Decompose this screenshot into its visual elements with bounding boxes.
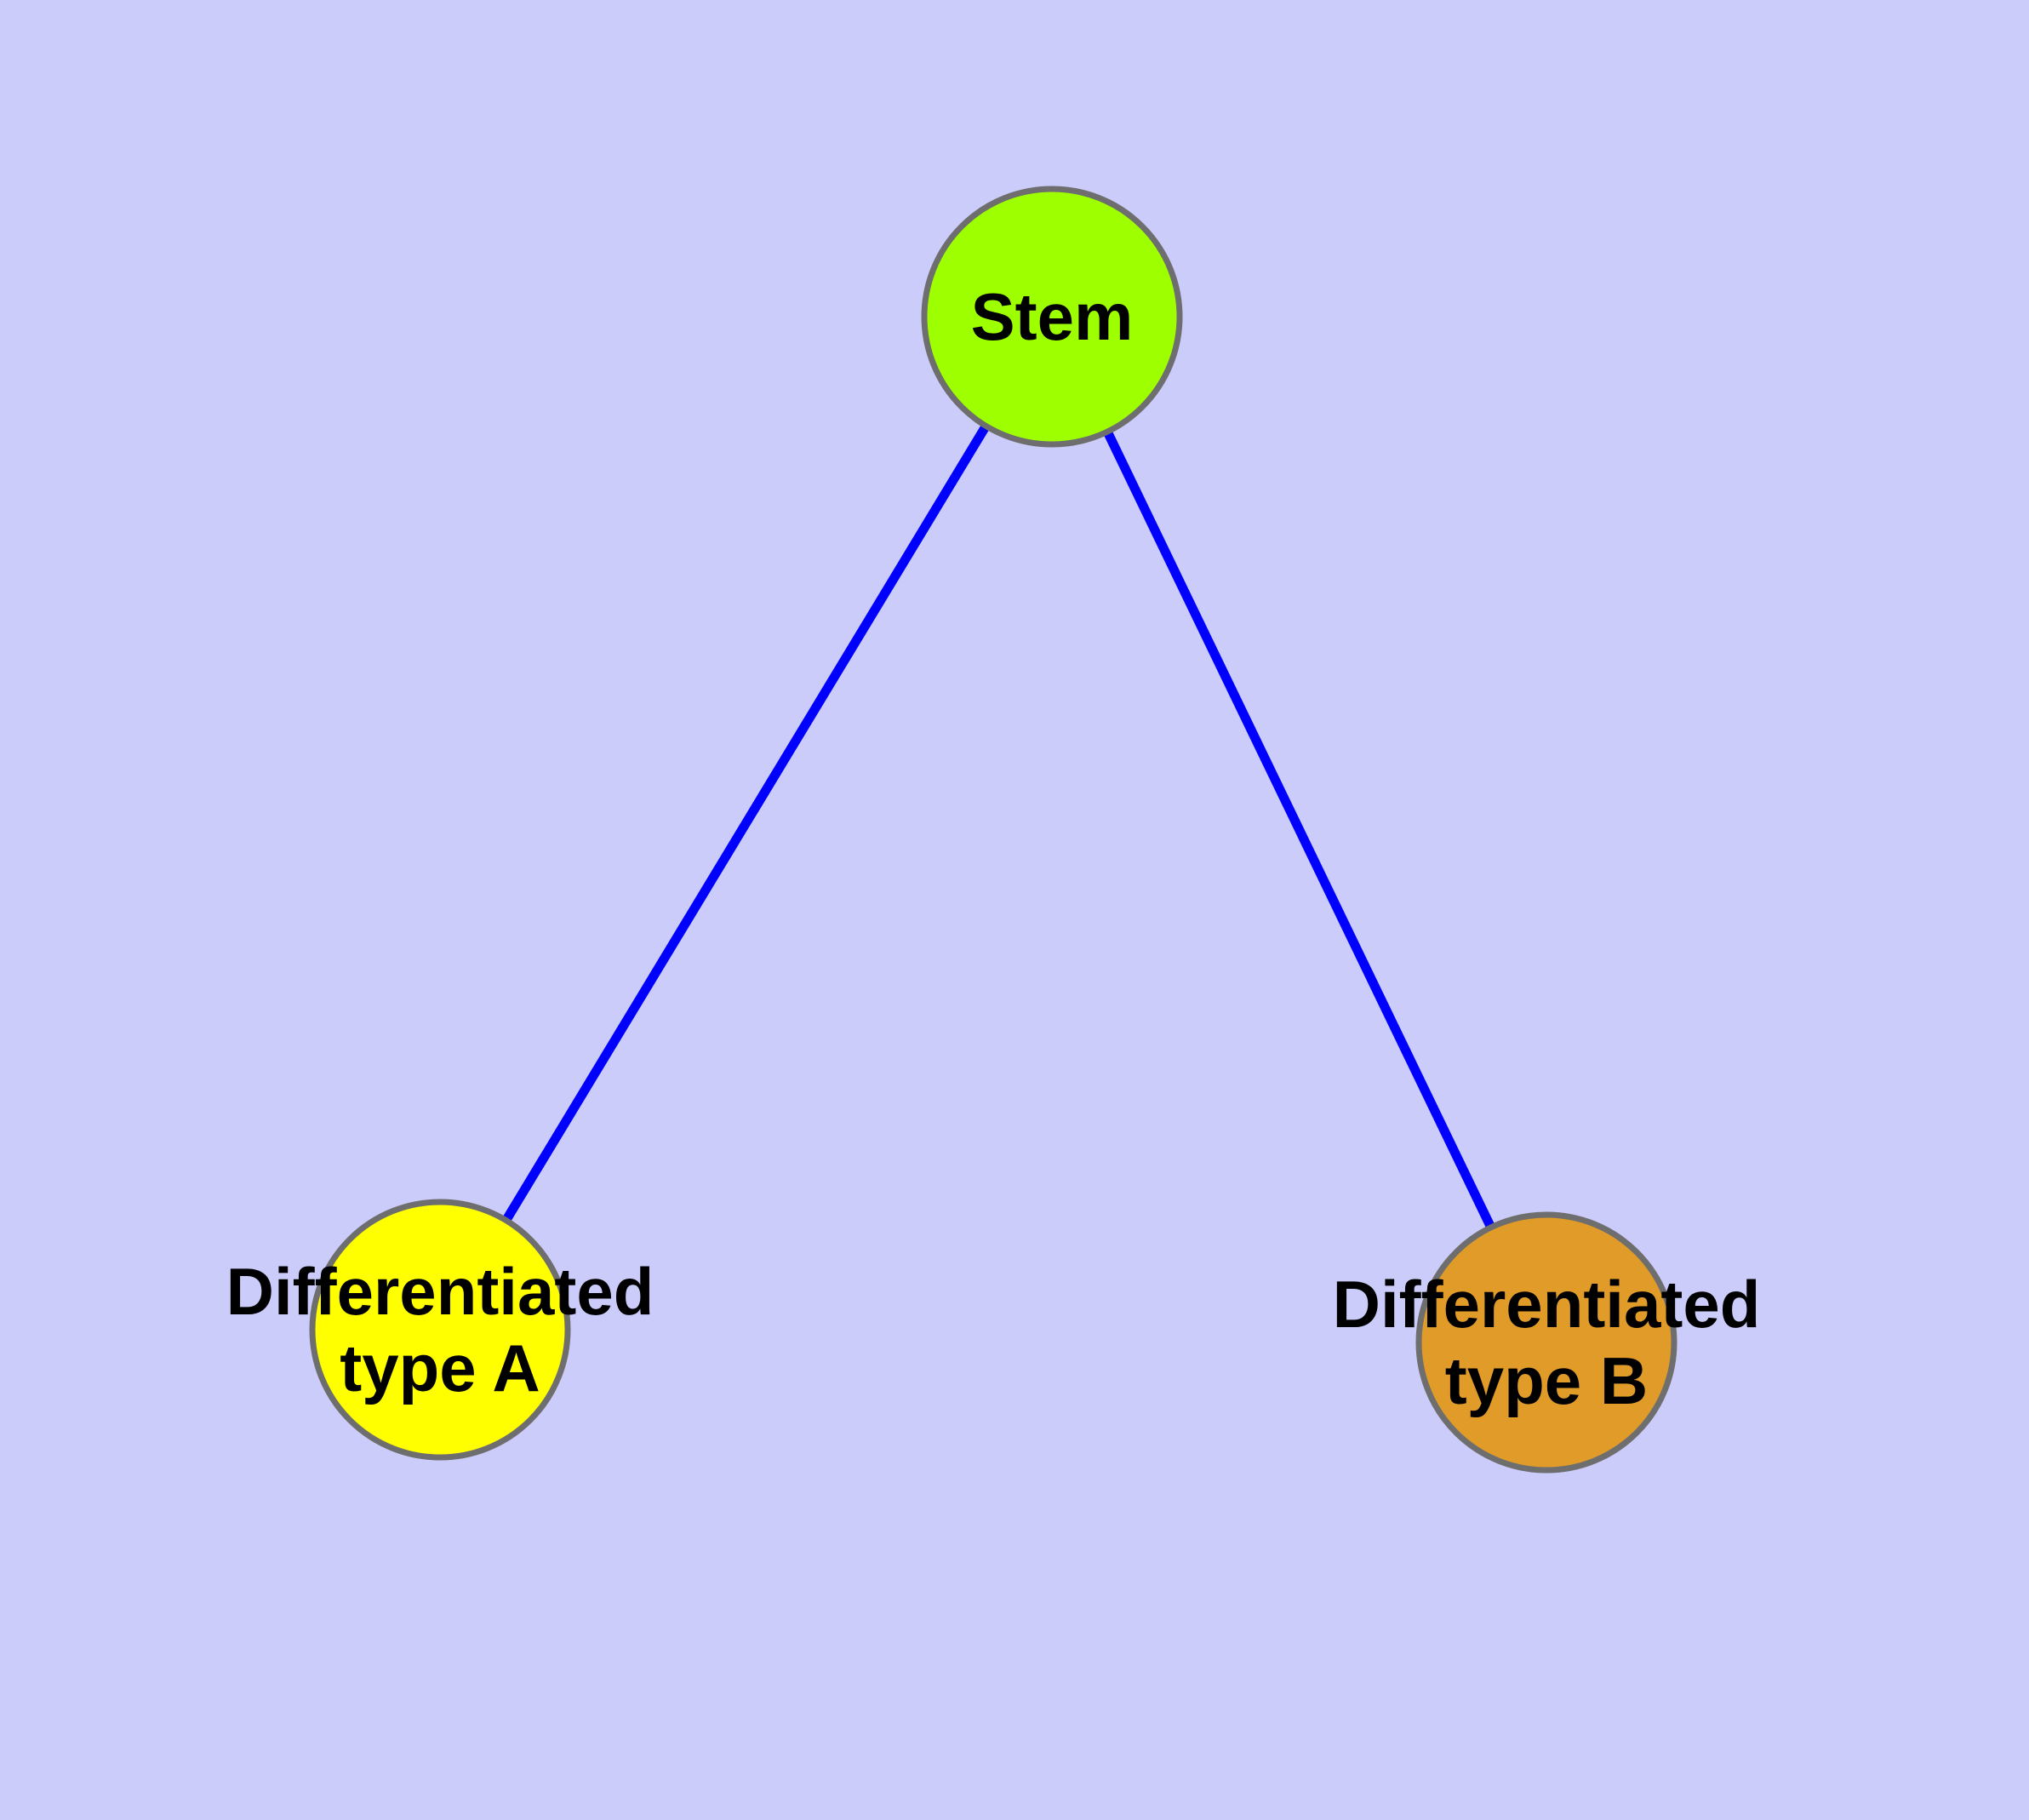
graph-node-stem[interactable]: Stem xyxy=(921,186,1183,448)
node-label-line: type A xyxy=(340,1331,540,1405)
node-label-line: Stem xyxy=(971,279,1134,354)
node-label-line: type B xyxy=(1445,1343,1648,1418)
node-label-line: Differentiated xyxy=(1333,1267,1761,1342)
node-label-stem: Stem xyxy=(971,279,1134,354)
node-circle-diff_a[interactable] xyxy=(309,1199,571,1461)
node-circle-stem[interactable] xyxy=(921,186,1183,448)
node-circle-diff_b[interactable] xyxy=(1415,1211,1677,1474)
node-label-line: Differentiated xyxy=(226,1254,654,1329)
graph-edge-stem-to-diff_a xyxy=(436,314,1056,1332)
graph-edge-stem-to-diff_b xyxy=(1048,314,1551,1345)
edges-layer xyxy=(436,314,1551,1345)
